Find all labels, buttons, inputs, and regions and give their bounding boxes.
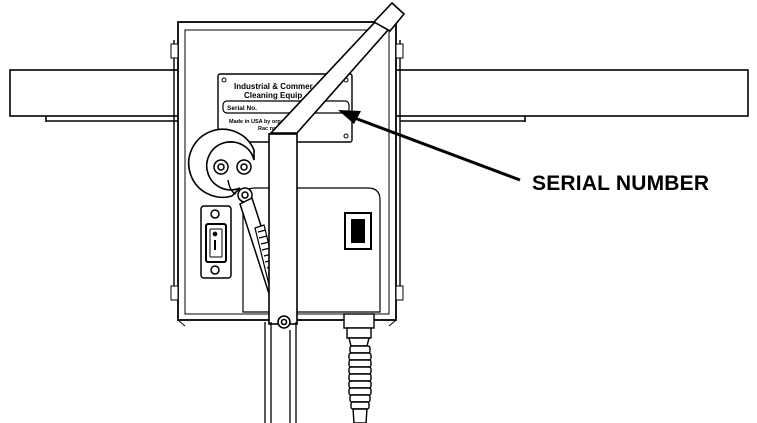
nameplate-line2: Cleaning Equip	[244, 91, 302, 100]
nameplate-line4: Rac nsin	[258, 126, 282, 132]
serial-number-callout-label: SERIAL NUMBER	[532, 172, 710, 195]
handle-tube	[268, 1, 406, 329]
nameplate-line3: Made in USA by orporation	[229, 119, 300, 125]
callout-arrow	[338, 110, 521, 182]
lower-shaft	[264, 322, 297, 423]
serial-label: Serial No.	[227, 105, 257, 112]
rocker-switch-icon[interactable]	[344, 212, 372, 250]
cord-strain-relief	[343, 313, 375, 423]
adjust-plate	[187, 128, 255, 199]
power-inlet-icon	[200, 205, 232, 279]
nameplate-line1: Industrial & Commer	[234, 82, 313, 91]
